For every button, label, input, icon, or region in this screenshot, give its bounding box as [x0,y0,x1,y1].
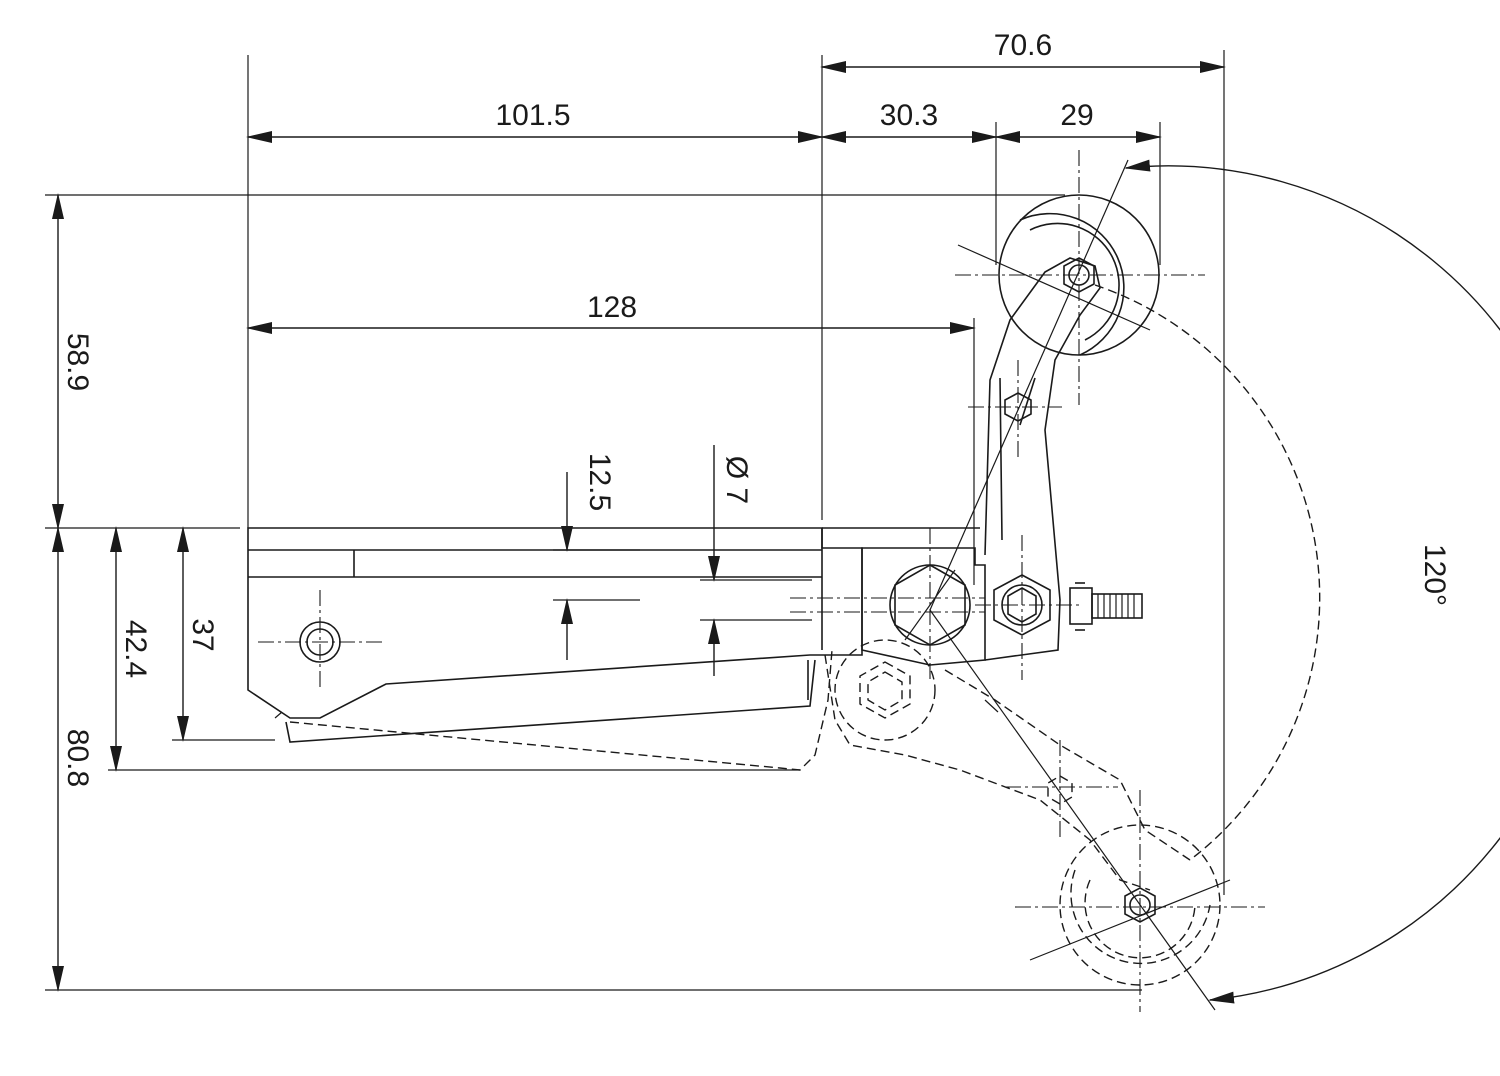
dim-42-4-label: 42.4 [119,620,152,678]
dim-120-degree-label: 120° [1418,544,1451,606]
switch-body [247,527,986,743]
dimension-labels: 70.6 101.5 30.3 29 128 58.9 12.5 Ø 7 42.… [61,29,1451,787]
dim-12-5-label: 12.5 [583,453,616,511]
dimension-lines [52,61,1500,1004]
dim-101-5-label: 101.5 [495,99,570,132]
knurl-lines [1097,594,1135,618]
dim-70-6-label: 70.6 [994,29,1052,62]
dim-29-label: 29 [1060,99,1093,132]
dim-30-3-label: 30.3 [880,99,938,132]
dim-37-label: 37 [186,618,219,651]
actuator-shaft [790,528,1143,680]
mounting-hole-left [258,590,385,688]
dim-128-label: 128 [587,291,637,324]
lever-arm-solid [929,150,1205,661]
extension-lines [45,50,1225,991]
dim-80-8-label: 80.8 [61,729,94,787]
dim-dia-7-label: Ø 7 [720,456,753,504]
lever-arm-dashed [289,284,1321,1012]
dim-58-9-label: 58.9 [61,333,94,391]
